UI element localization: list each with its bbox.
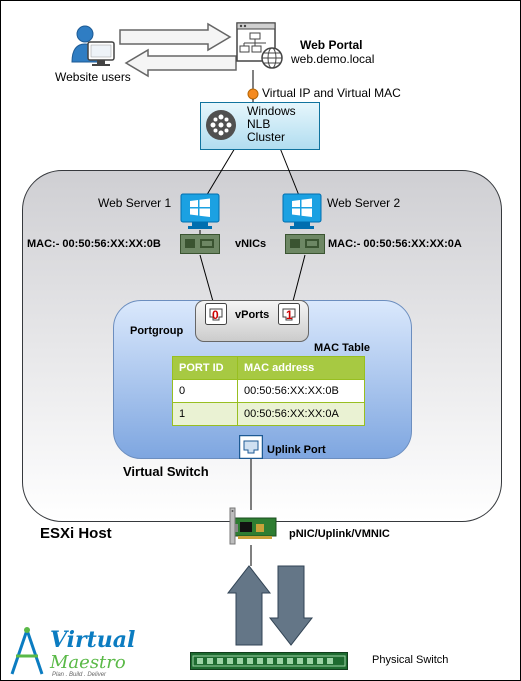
virtual-ip-label: Virtual IP and Virtual MAC: [262, 86, 401, 100]
nlb-line-3: Cluster: [247, 130, 286, 144]
logo-text-maestro: Maestro: [50, 652, 126, 673]
table-cell: 00:50:56:XX:XX:0B: [237, 379, 365, 403]
nlb-label: Windows NLB Cluster: [247, 105, 296, 144]
table-cell: 0: [172, 379, 238, 403]
vnics-label: vNICs: [235, 238, 267, 250]
windows-vm-icon: [180, 193, 220, 229]
esxi-host-label: ESXi Host: [40, 525, 112, 542]
portgroup-label: Portgroup: [130, 325, 184, 337]
mac-table-title: MAC Table: [314, 342, 371, 354]
table-cell: 00:50:56:XX:XX:0A: [237, 402, 365, 426]
vport-icon: [205, 303, 227, 325]
vnic1-to-vport-line: [199, 254, 215, 306]
pnic-label: pNIC/Uplink/VMNIC: [289, 528, 390, 540]
physical-switch-icon: [190, 652, 348, 670]
web-portal-icon: [236, 22, 283, 69]
vport-icon: [278, 303, 300, 325]
nlb-cluster-icon: [206, 110, 236, 140]
physical-switch-label: Physical Switch: [372, 654, 449, 666]
request-arrow: [119, 22, 232, 52]
nlb-cluster-box: Windows NLB Cluster: [200, 102, 320, 150]
web-server-2-label: Web Server 2: [327, 196, 401, 210]
vip-dot: [247, 88, 259, 100]
vport-0-id: 0: [212, 308, 219, 322]
mac-table-header-port-id: PORT ID: [172, 356, 238, 380]
vnic2-to-vport-line: [291, 254, 306, 306]
nlb-line-2: NLB: [247, 117, 271, 131]
windows-vm-icon: [282, 193, 322, 229]
vport-1-id: 1: [286, 308, 293, 322]
virtual-maestro-logo-icon: [10, 627, 44, 675]
vports-label: vPorts: [235, 309, 270, 321]
table-cell: 1: [172, 402, 238, 426]
vnic-icon: [180, 234, 220, 254]
nlb-to-server2-line: [279, 147, 301, 199]
response-arrow: [124, 48, 237, 78]
mac-table: PORT ID MAC address 0 00:50:56:XX:XX:0B …: [172, 356, 365, 426]
vnic-icon: [285, 234, 325, 254]
uplink-port-label: Uplink Port: [267, 444, 326, 456]
website-users-label: Website users: [55, 70, 131, 84]
mac-table-header-mac: MAC address: [237, 356, 365, 380]
logo-tagline: Plan . Build . Deliver: [52, 672, 107, 678]
nlb-line-1: Windows: [247, 104, 296, 118]
table-row: 0 00:50:56:XX:XX:0B: [172, 379, 365, 403]
web-portal-host: web.demo.local: [291, 52, 375, 66]
web-server-1-label: Web Server 1: [98, 196, 172, 210]
uplink-up-arrow: [226, 565, 272, 646]
user-computer-icon: [71, 25, 115, 66]
uplink-port-icon: [239, 435, 263, 459]
pnic-card-icon: [229, 507, 277, 545]
logo-text-virtual: Virtual: [50, 627, 136, 653]
virtual-switch-label: Virtual Switch: [123, 464, 209, 479]
server-1-mac: MAC:- 00:50:56:XX:XX:0B: [27, 238, 161, 250]
uplink-down-arrow: [268, 565, 314, 646]
server-2-mac: MAC:- 00:50:56:XX:XX:0A: [328, 238, 462, 250]
mac-table-header-row: PORT ID MAC address: [172, 356, 365, 380]
table-row: 1 00:50:56:XX:XX:0A: [172, 402, 365, 426]
nlb-to-server1-line: [204, 147, 236, 199]
web-portal-title: Web Portal: [300, 38, 363, 52]
